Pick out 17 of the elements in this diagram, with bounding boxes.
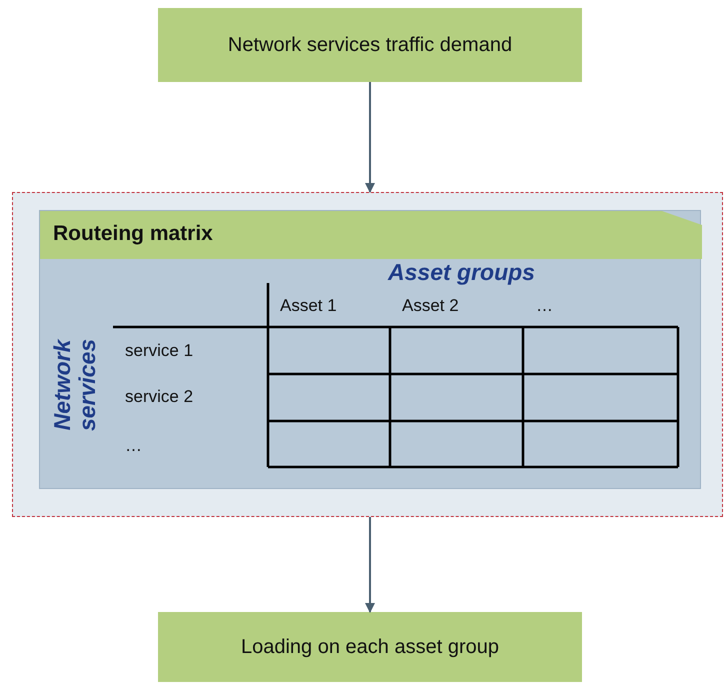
box-label: Network services traffic demand — [228, 34, 512, 56]
row-header: service 2 — [125, 387, 194, 407]
row-header: service 1 — [125, 341, 194, 361]
matrix-panel — [39, 210, 701, 489]
row-header: … — [125, 436, 142, 456]
column-header: Asset 1 — [280, 296, 337, 316]
dashed-container — [12, 192, 723, 517]
panel-title: Routeing matrix — [53, 222, 213, 246]
arrow — [365, 517, 375, 613]
process-box — [158, 8, 582, 82]
axis-heading: Asset groups — [388, 259, 535, 286]
process-box — [158, 612, 582, 682]
arrow — [365, 82, 375, 193]
axis-heading: Network services — [50, 338, 100, 434]
column-header: Asset 2 — [402, 296, 459, 316]
box-label: Loading on each asset group — [241, 636, 499, 658]
column-header: … — [536, 296, 553, 316]
